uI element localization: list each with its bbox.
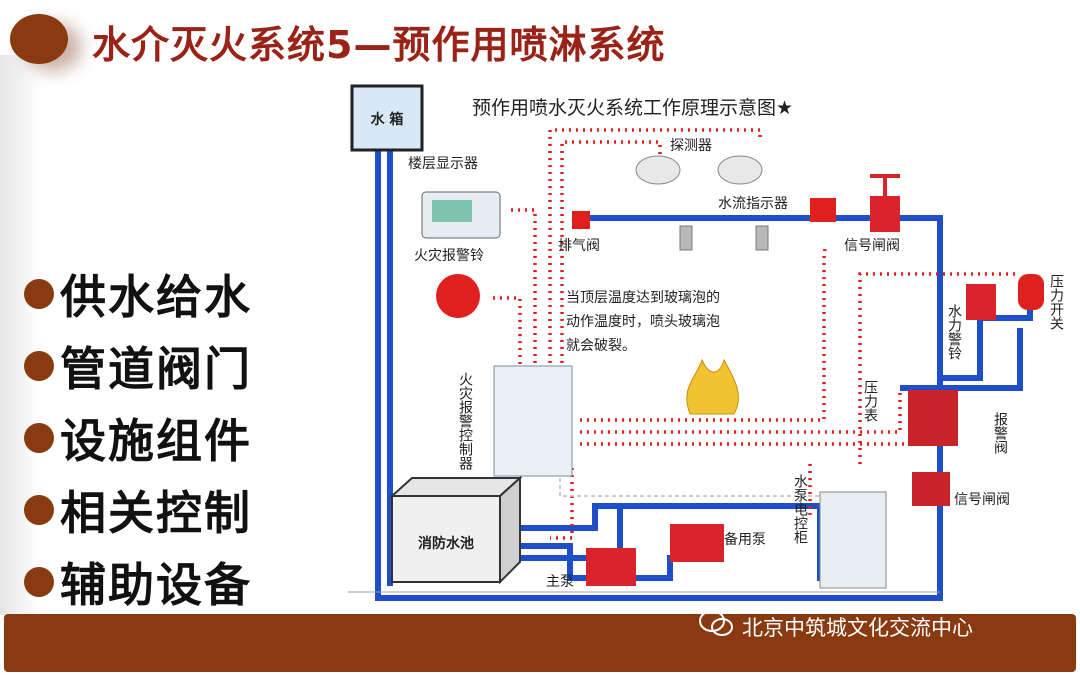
bullet-dot	[24, 567, 54, 597]
signal-gate-valve-icon	[870, 174, 900, 232]
water-bell-icon	[966, 284, 996, 320]
vent-valve-label: 排气阀	[558, 238, 600, 254]
pump-icon	[586, 524, 724, 586]
alarm-controller-icon	[493, 365, 573, 477]
note-line-3: 就会破裂。	[566, 338, 636, 354]
detector-icon	[635, 155, 763, 185]
water-bell-label: 水力警铃	[946, 304, 962, 360]
floor-display-icon	[421, 191, 501, 239]
signal-lines	[488, 128, 1020, 540]
list-item: 设施组件	[24, 402, 252, 474]
alarm-valve-icon	[908, 390, 958, 446]
floor-display-label: 楼层显示器	[408, 156, 478, 172]
list-item: 管道阀门	[24, 330, 252, 402]
pressure-switch-icon	[1018, 274, 1044, 310]
signal-gate-top-label: 信号闸阀	[844, 238, 900, 254]
watermark-text: 北京中筑城文化交流中心	[742, 615, 973, 640]
pressure-switch-label: 压力开关	[1048, 274, 1064, 330]
sprinkler-head-icon	[679, 225, 769, 251]
standby-pump-label: 备用泵	[724, 531, 766, 548]
note-line-1: 当顶层温度达到玻璃泡的	[566, 289, 720, 306]
main-pump-label: 主泵	[546, 574, 574, 590]
bullet-dot	[24, 423, 54, 453]
pressure-gauge-label: 压力表	[862, 380, 878, 422]
footer-bar	[4, 614, 1076, 672]
wechat-icon	[698, 609, 734, 644]
fire-bell-label: 火灾报警铃	[414, 247, 484, 264]
controller-label: 火灾报警控制器	[457, 372, 473, 470]
pump-cabinet-label: 水泵电控柜	[792, 474, 808, 544]
control-wire	[559, 478, 840, 497]
flow-indicator-label: 水流指示器	[718, 196, 788, 212]
water-tank: 水 箱	[350, 84, 424, 152]
diagram-title: 预作用喷水灭火系统工作原理示意图★	[472, 97, 793, 119]
flow-indicator-icon	[810, 198, 836, 222]
list-item: 相关控制	[24, 474, 252, 546]
watermark: 北京中筑城文化交流中心	[698, 609, 973, 644]
lower-signal-valve-icon	[912, 472, 950, 506]
topic-list: 供水给水 管道阀门 设施组件 相关控制 辅助设备	[24, 258, 252, 618]
vent-valve-icon	[572, 211, 590, 229]
list-item: 供水给水	[24, 258, 252, 330]
detector-label: 探测器	[670, 138, 712, 154]
bullet-dot	[24, 279, 54, 309]
bullet-dot	[24, 351, 54, 381]
title-bullet	[10, 14, 68, 64]
note-line-2: 动作温度时，喷头玻璃泡	[566, 313, 720, 330]
signal-gate-bottom-label: 信号闸阀	[954, 492, 1010, 508]
flame-icon	[686, 358, 739, 415]
slide-title: 水介灭火系统5—预作用喷淋系统	[92, 23, 666, 67]
fire-pool-icon	[389, 475, 523, 585]
svg-text:水 箱: 水 箱	[371, 111, 404, 128]
fire-bell-icon	[436, 274, 480, 318]
bullet-dot	[24, 495, 54, 525]
list-item: 辅助设备	[24, 546, 252, 618]
pump-cabinet-icon	[819, 491, 887, 589]
pool-label: 消防水池	[418, 535, 474, 552]
sprinkler-diagram: 水 箱 预作用喷水灭火系统工作原理示意图★ 探测器 楼层显示器 火灾报警铃 排气…	[340, 78, 1080, 612]
alarm-valve-label: 报警阀	[992, 412, 1008, 455]
